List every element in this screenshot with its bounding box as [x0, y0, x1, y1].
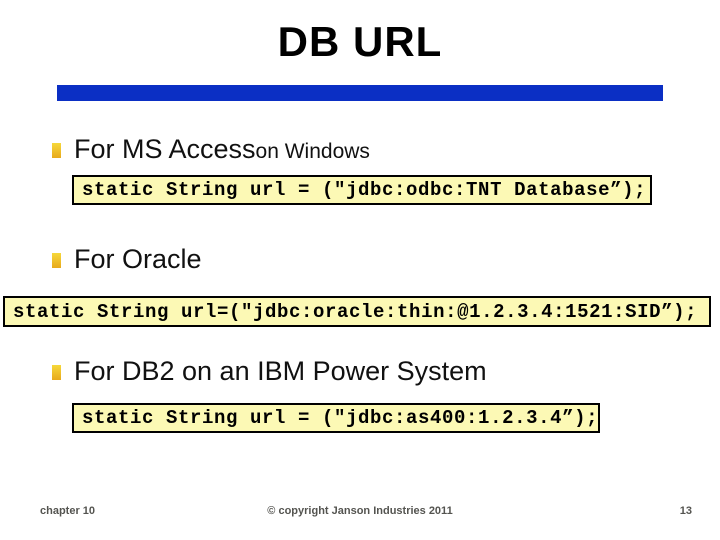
code-text: static String url=("jdbc:oracle:thin:@1.… [13, 300, 698, 323]
heading-main-text: For MS Access [74, 134, 256, 164]
slide-title: DB URL [277, 18, 443, 65]
code-text: static String url = ("jdbc:odbc:TNT Data… [82, 179, 647, 201]
footer-chapter-label: chapter 10 [40, 505, 96, 517]
section-heading-ms-access: For MS Access on Windows [52, 134, 370, 165]
heading-small-text: on Windows [255, 140, 370, 163]
section-heading-oracle: For Oracle [52, 244, 202, 275]
bullet-square-icon [52, 365, 61, 380]
code-box-ms-access: static String url = ("jdbc:odbc:TNT Data… [72, 175, 652, 205]
footer-copyright-label: © copyright Janson Industries 2011 [267, 505, 453, 517]
section-heading-db2: For DB2 on an IBM Power System [52, 356, 487, 387]
bullet-square-icon [52, 253, 61, 268]
slide-footer: chapter 10 © copyright Janson Industries… [0, 505, 720, 525]
heading-main-text: For Oracle [74, 244, 202, 274]
title-accent-bar [57, 85, 663, 101]
code-text: static String url = ("jdbc:as400:1.2.3.4… [82, 407, 599, 429]
code-box-oracle: static String url=("jdbc:oracle:thin:@1.… [3, 296, 711, 327]
footer-page-number: 13 [679, 505, 692, 517]
heading-main-text: For DB2 on an IBM Power System [74, 356, 487, 386]
bullet-square-icon [52, 143, 61, 158]
code-box-db2: static String url = ("jdbc:as400:1.2.3.4… [72, 403, 600, 433]
